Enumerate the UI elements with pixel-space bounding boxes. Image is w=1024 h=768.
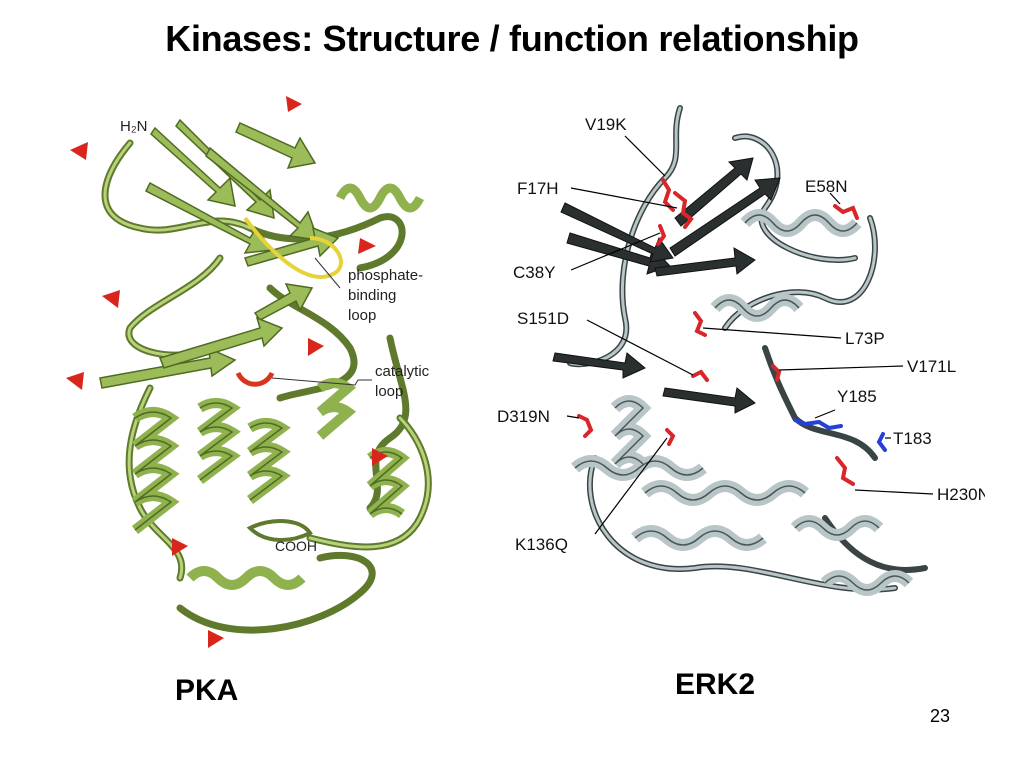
erk2-leader-lines xyxy=(566,135,934,535)
pka-catalytic-label-line1: catalytic xyxy=(375,363,430,380)
residue-l73p xyxy=(693,311,707,337)
pka-helix-edges xyxy=(134,402,404,531)
erk2-mutation-residues xyxy=(577,178,859,486)
label-h230n: H230N xyxy=(937,485,985,504)
pka-beta-sheet xyxy=(144,118,340,321)
residue-f17h xyxy=(673,191,694,229)
pka-marker-1 xyxy=(286,96,302,112)
pka-marker-7 xyxy=(372,448,388,466)
pka-n-terminus-label: H₂N xyxy=(120,118,148,135)
page-number: 23 xyxy=(930,706,951,726)
label-v171l: V171L xyxy=(907,357,956,376)
erk2-phosphosite-residues xyxy=(793,418,887,452)
pka-c-terminal-loop xyxy=(246,519,313,542)
pka-marker-9 xyxy=(208,630,224,648)
label-t183: T183 xyxy=(893,429,932,448)
pka-caption: PKA xyxy=(175,674,239,707)
label-l73p: L73P xyxy=(845,329,885,348)
erk2-beta-sheet xyxy=(552,157,781,414)
pka-structure-diagram: H₂N phosphate- binding loop catalytic lo… xyxy=(60,88,460,658)
pka-phosphate-binding-loop xyxy=(243,216,343,279)
residue-t183 xyxy=(876,432,887,452)
erk2-ribbon-svg: V19K F17H E58N C38Y S151D L73P V171L Y18… xyxy=(497,105,990,596)
label-s151d: S151D xyxy=(517,309,569,328)
erk2-mutation-labels: V19K F17H E58N C38Y S151D L73P V171L Y18… xyxy=(497,115,990,554)
label-e58n: E58N xyxy=(805,177,848,196)
pka-helix-n xyxy=(335,183,425,213)
pka-phosphate-label-line2: binding xyxy=(348,287,396,304)
pka-phosphate-label-line3: loop xyxy=(348,307,376,324)
pka-catalytic-loop xyxy=(235,371,275,387)
pka-marker-4 xyxy=(102,290,120,308)
pka-hinge-sheet xyxy=(99,316,284,389)
residue-s151d xyxy=(691,369,709,382)
pka-phosphate-label-line1: phosphate- xyxy=(348,267,423,284)
residue-k136q xyxy=(665,428,676,446)
pka-c-terminus-label: COOH xyxy=(275,538,317,554)
residue-v171l xyxy=(771,364,782,382)
residue-d319n xyxy=(577,414,594,438)
erk2-caption: ERK2 xyxy=(675,668,756,701)
label-y185: Y185 xyxy=(837,387,877,406)
pka-catalytic-label-line2: loop xyxy=(375,383,403,400)
pka-phosphate-leader xyxy=(314,257,341,289)
residue-c38y xyxy=(656,224,667,246)
label-v19k: V19K xyxy=(585,115,627,134)
label-c38y: C38Y xyxy=(513,263,556,282)
label-d319n: D319N xyxy=(497,407,550,426)
pka-marker-8 xyxy=(172,538,188,556)
pka-triangle-markers xyxy=(66,96,388,648)
pka-marker-2 xyxy=(70,142,88,160)
residue-h230n xyxy=(835,456,855,486)
pka-marker-5 xyxy=(308,338,324,356)
pka-marker-6 xyxy=(66,372,84,390)
erk2-structure-diagram: V19K F17H E58N C38Y S151D L73P V171L Y18… xyxy=(495,98,990,638)
erk2-helix-edges xyxy=(574,214,910,591)
pka-catalytic-leader xyxy=(271,377,372,386)
pka-marker-3 xyxy=(358,238,376,254)
pka-ribbon-svg: H₂N phosphate- binding loop catalytic lo… xyxy=(66,96,432,648)
slide-title: Kinases: Structure / function relationsh… xyxy=(165,18,859,59)
label-f17h: F17H xyxy=(517,179,559,198)
label-k136q: K136Q xyxy=(515,535,568,554)
residue-e58n xyxy=(833,204,859,220)
residue-y185 xyxy=(793,418,843,431)
